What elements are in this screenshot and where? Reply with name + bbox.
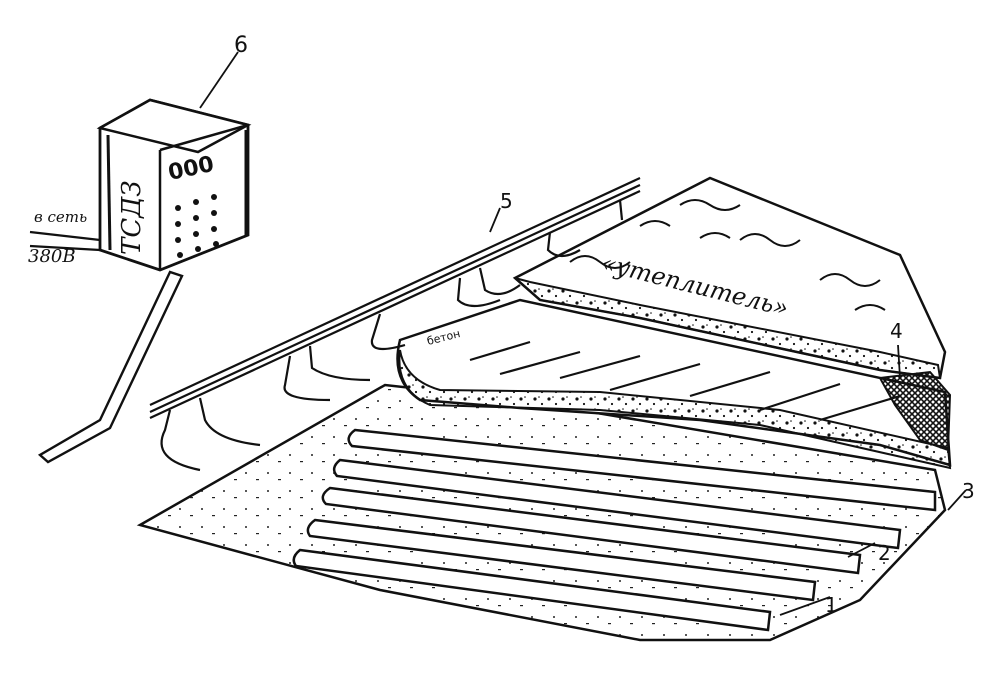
callout-6: 6 xyxy=(234,33,248,58)
concrete-layer: бетон xyxy=(396,298,952,470)
callout-5: 5 xyxy=(500,189,513,213)
drop-wire xyxy=(198,397,261,447)
drop-wire xyxy=(618,199,624,221)
insulation-layer: «утеплитель» xyxy=(512,176,947,380)
callout-1: 1 xyxy=(825,593,838,617)
heating-element xyxy=(292,548,772,632)
callout-4: 4 xyxy=(890,319,903,343)
supply-busbar xyxy=(149,177,641,472)
drop-wire xyxy=(283,355,331,402)
callout-lines xyxy=(199,51,967,616)
transformer-box: ТСДЗ 000 xyxy=(96,98,252,272)
control-buttons xyxy=(175,194,219,258)
heating-element xyxy=(306,518,817,602)
callout-3: 3 xyxy=(962,479,975,503)
drop-wire xyxy=(308,345,371,382)
mains-label: в сеть xyxy=(34,208,87,226)
heating-element xyxy=(347,428,937,512)
drop-wire xyxy=(478,267,521,296)
voltage-label: 380В xyxy=(28,246,76,267)
callout-2: 2 xyxy=(878,541,891,565)
edge-insulation xyxy=(878,370,952,452)
drop-wire xyxy=(546,231,581,258)
heating-element xyxy=(321,486,862,575)
heating-element xyxy=(332,458,902,550)
drop-wire xyxy=(370,313,406,351)
drop-wire xyxy=(160,409,201,472)
heating-elements xyxy=(292,428,937,632)
mains-cable xyxy=(29,230,101,252)
device-name: ТСДЗ xyxy=(117,180,147,255)
drop-wire xyxy=(456,277,501,308)
feeder-cable xyxy=(37,270,184,464)
